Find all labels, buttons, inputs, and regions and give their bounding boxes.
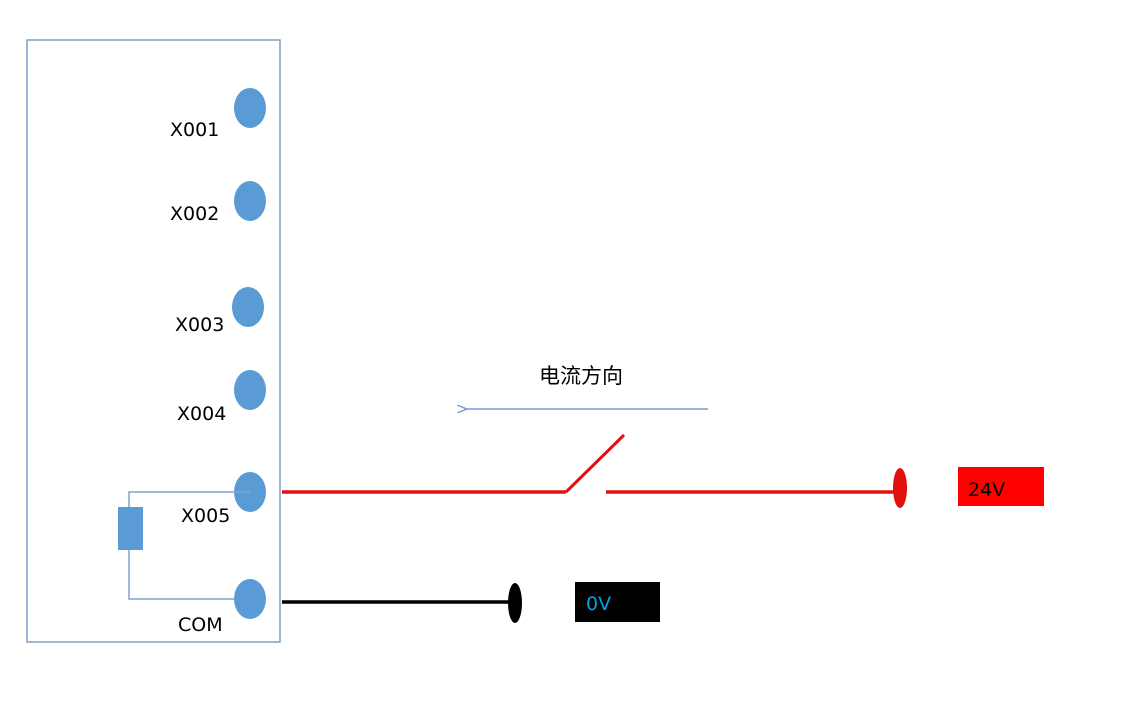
terminal-x004-label: X004 — [177, 403, 226, 425]
terminal-com-label: COM — [178, 614, 223, 636]
supply-24v-label: 24V — [968, 479, 1005, 501]
terminal-x001-label: X001 — [170, 119, 219, 141]
terminal-x004 — [234, 370, 266, 410]
terminal-x003 — [232, 287, 264, 327]
supply-24v-box — [958, 467, 1044, 506]
supply-0v-label: 0V — [586, 593, 611, 615]
terminal-com — [234, 579, 266, 619]
switch-contact — [564, 433, 626, 494]
input-component — [118, 507, 143, 550]
negative-connector — [508, 583, 522, 623]
terminal-x003-label: X003 — [175, 314, 224, 336]
internal-wire-lower — [128, 550, 234, 600]
positive-connector — [893, 468, 907, 508]
terminal-x005-label: X005 — [181, 505, 230, 527]
supply-0v-box — [575, 582, 660, 622]
terminal-x002 — [234, 181, 266, 221]
terminal-x002-label: X002 — [170, 203, 219, 225]
current-direction-label: 电流方向 — [539, 364, 623, 388]
plc-module — [26, 39, 281, 643]
terminal-x001 — [234, 88, 266, 128]
internal-wire — [128, 491, 250, 507]
